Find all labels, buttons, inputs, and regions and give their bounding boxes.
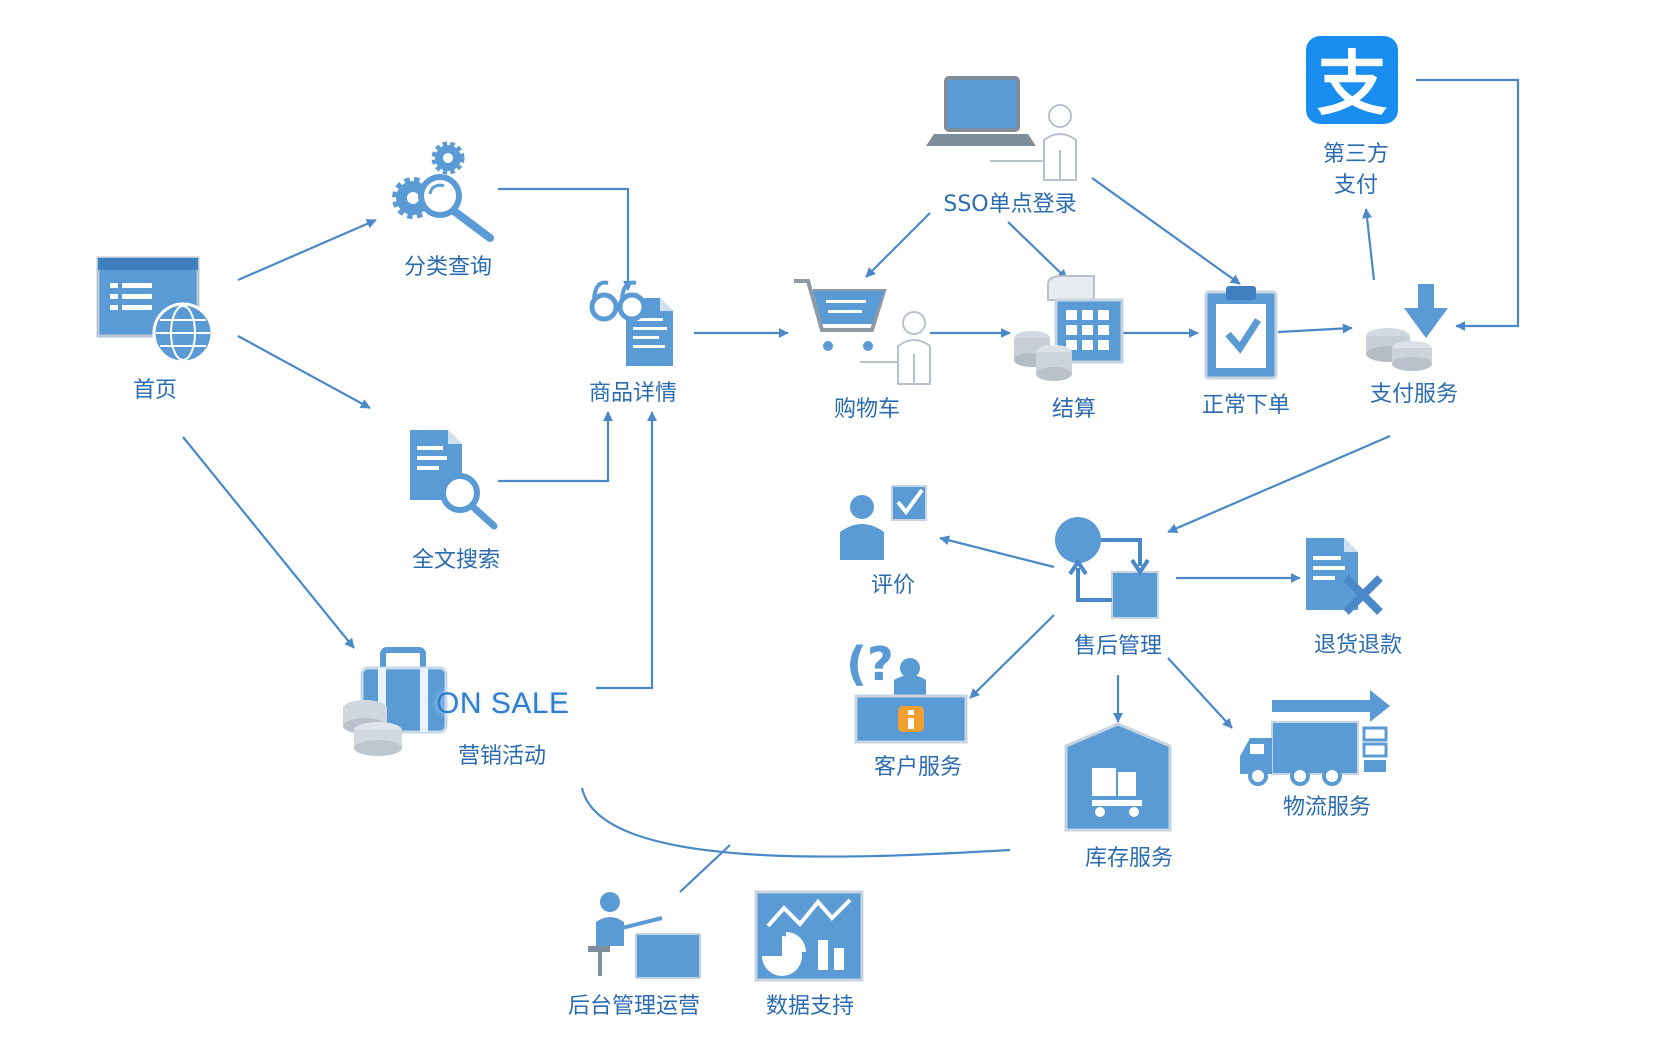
label-category: 分类查询 [403,255,493,280]
alipay-logo-char: 支 [1317,43,1387,125]
label-custsvc: 客户服务 [873,755,963,780]
gears-search-icon [392,141,494,242]
node-product[interactable] [589,280,673,366]
warehouse-forklift-icon [1064,722,1172,832]
alipay-logo-icon: 支 [1306,36,1398,125]
user-check-icon [840,485,927,560]
edge-payment-thirdpay [1362,208,1376,281]
label-logistics: 物流服务 [1282,795,1372,820]
label-payment: 支付服务 [1369,382,1459,407]
help-desk-icon: (? [846,637,968,744]
label-refund: 退货退款 [1313,633,1403,658]
node-order[interactable] [1204,286,1278,380]
label-cart: 购物车 [833,397,901,422]
edge-support-curve [580,787,1011,858]
edge-home-marketing [182,436,355,649]
label-thirdpay-line2: 支付 [1333,173,1379,198]
label-data: 数据支持 [765,994,855,1019]
node-inventory[interactable] [1064,722,1172,832]
node-payment[interactable] [1366,284,1448,371]
node-aftersale[interactable] [1055,517,1159,619]
svg-text:(?: (? [846,637,894,691]
edge-fulltext-product [498,411,613,483]
edge-home-category [237,218,377,282]
edge-thirdpay-payment [1416,78,1520,331]
node-fulltext[interactable] [410,430,498,530]
edge-aftersale-logistics [1167,657,1233,729]
label-sso: SSO单点登录 [943,192,1077,217]
label-review: 评价 [870,573,916,598]
workflow-icon [1055,517,1159,619]
node-marketing[interactable] [343,647,448,756]
laptop-user-icon [926,76,1077,181]
document-search-icon [410,430,498,530]
clipboard-check-icon [1204,286,1278,380]
edge-sso-order [1091,177,1241,285]
label-backend: 后台管理运营 [567,994,701,1019]
edge-sso-checkout [1007,221,1068,280]
node-checkout[interactable] [1014,275,1124,381]
edge-marketing-product [596,411,657,690]
edge-sso-cart [865,212,931,278]
node-review[interactable] [840,485,927,560]
node-data[interactable] [754,890,864,982]
node-category[interactable] [392,141,494,242]
admin-desk-icon [588,892,701,979]
node-home[interactable] [96,256,214,364]
edge-category-product [498,187,633,291]
dashboard-chart-icon [754,890,864,982]
node-backend[interactable] [588,892,701,979]
edge-aftersale-review [939,535,1055,569]
edge-order-payment [1277,323,1353,334]
node-sso[interactable] [926,76,1077,181]
label-checkout: 结算 [1051,397,1097,422]
calculator-icon [1014,275,1124,381]
label-inventory: 库存服务 [1084,846,1174,871]
label-fulltext: 全文搜索 [411,548,501,573]
label-thirdpay-line1: 第三方 [1322,142,1390,167]
truck-icon [1240,690,1390,786]
label-home: 首页 [132,378,178,403]
edge-aftersale-custsvc [969,614,1055,699]
sale-luggage-icon [343,647,448,756]
label-marketing: 营销活动 [457,744,547,769]
label-product: 商品详情 [588,381,678,406]
document-cancel-icon [1306,538,1383,615]
edge-support-backend [679,844,731,893]
node-logistics[interactable] [1240,690,1390,786]
node-custsvc[interactable]: (? [846,637,968,744]
glasses-document-icon [589,280,673,366]
node-thirdpay[interactable]: 支 [1306,36,1398,125]
payment-arrow-icon [1366,284,1448,371]
browser-globe-icon [96,256,214,364]
label-aftersale: 售后管理 [1073,634,1163,659]
sale-badge: ON SALE [436,687,570,720]
edge-payment-aftersale [1167,434,1391,534]
node-cart[interactable] [794,279,931,385]
label-order: 正常下单 [1201,393,1291,418]
cart-user-icon [794,279,931,385]
edge-home-fulltext [237,335,371,409]
node-refund[interactable] [1306,538,1383,615]
